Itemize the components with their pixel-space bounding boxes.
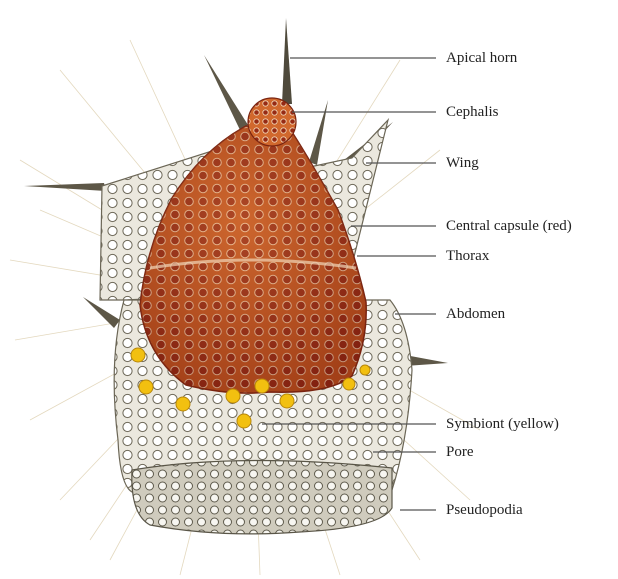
apical-horn bbox=[282, 18, 292, 104]
label-abdomen: Abdomen bbox=[446, 305, 505, 323]
label-central-capsule: Central capsule (red) bbox=[446, 217, 572, 235]
label-pore: Pore bbox=[446, 443, 474, 461]
label-thorax: Thorax bbox=[446, 247, 489, 265]
cephalis bbox=[248, 98, 296, 146]
label-symbiont: Symbiont (yellow) bbox=[446, 415, 559, 433]
label-apical-horn: Apical horn bbox=[446, 49, 517, 67]
label-cephalis: Cephalis bbox=[446, 103, 499, 121]
shell-skirt bbox=[132, 460, 392, 533]
label-pseudopodia: Pseudopodia bbox=[446, 501, 523, 519]
label-wing: Wing bbox=[446, 154, 479, 172]
